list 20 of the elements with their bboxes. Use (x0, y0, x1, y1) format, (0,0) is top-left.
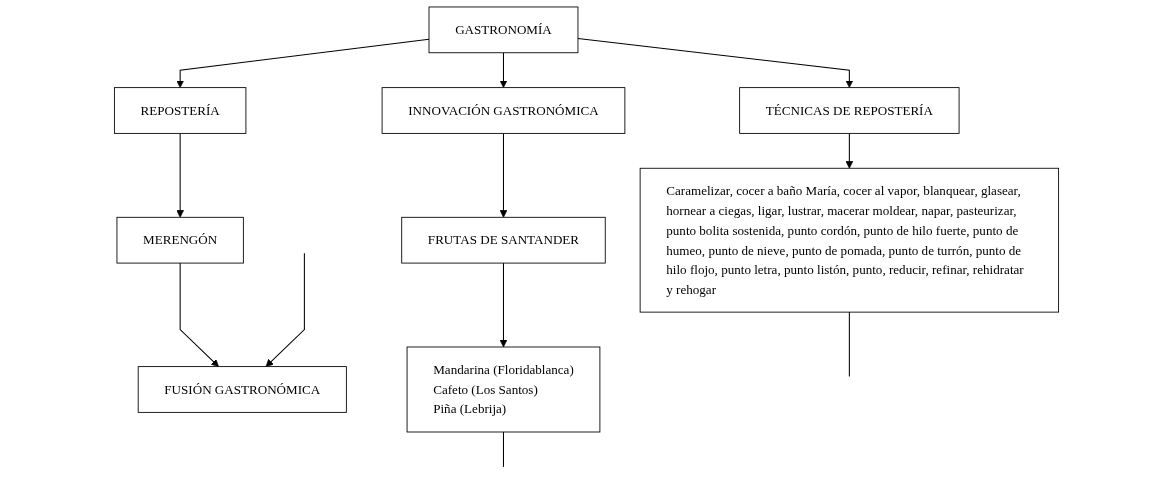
arrow (499, 262, 508, 348)
connector (848, 311, 850, 377)
node-box: Mandarina (Floridablanca) Cafeto (Los Santos) Piña (Lebrija) (406, 346, 601, 433)
arrow (265, 252, 305, 367)
node-box: MERENGÓN (116, 216, 244, 264)
arrow (577, 38, 854, 88)
node-box: INNOVACIÓN GASTRONÓMICA (381, 87, 626, 134)
node-box: GASTRONOMÍA (428, 6, 579, 54)
arrow (499, 52, 508, 88)
connector (502, 431, 504, 468)
node-box: TÉCNICAS DE REPOSTERÍA (739, 87, 960, 134)
arrow (179, 262, 219, 367)
arrow (845, 132, 854, 169)
arrow (176, 38, 430, 88)
arrow (499, 132, 508, 218)
node-box: FUSIÓN GASTRONÓMICA (137, 366, 347, 413)
arrow (176, 132, 184, 218)
node-box: Caramelizar, cocer a baño María, cocer al vapor, blanquear, glasear, hornear a ciegas, ligar, lustrar, macerar moldear, napar, pasteurizar, punto bolita sostenida, punto cordón, punto de hilo fuerte, punto de humeo, punto de nieve, punto de pomada, punto de turrón, punto de hilo flojo, punto letra, punto listón, punto, reducir, refinar, rehidratar y rehogar (639, 167, 1060, 313)
node-box: REPOSTERÍA (113, 87, 247, 134)
node-box: FRUTAS DE SANTANDER (401, 216, 606, 264)
